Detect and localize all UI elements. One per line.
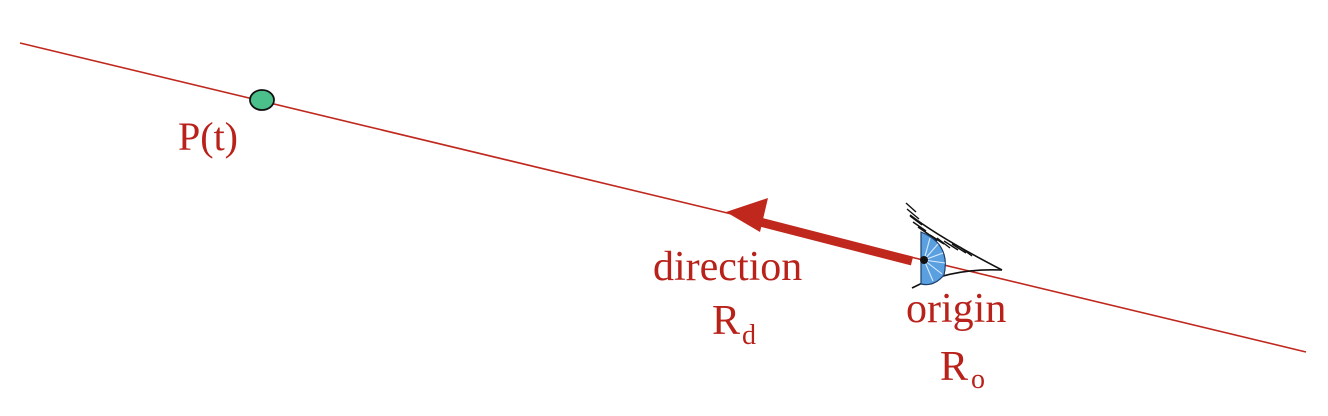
eye-icon xyxy=(905,202,1003,289)
direction-arrow xyxy=(726,198,914,266)
origin-label: origin xyxy=(906,286,1006,332)
direction-symbol-letter: R xyxy=(712,298,740,344)
origin-symbol: R o xyxy=(940,344,985,395)
direction-symbol-subscript: d xyxy=(742,320,756,351)
point-label: P(t) xyxy=(178,114,238,159)
ray-line xyxy=(19,42,1307,353)
ray-point xyxy=(249,89,275,111)
direction-symbol: R d xyxy=(712,298,756,351)
direction-label: direction xyxy=(653,244,802,290)
origin-symbol-subscript: o xyxy=(971,364,985,395)
origin-symbol-letter: R xyxy=(940,344,968,390)
